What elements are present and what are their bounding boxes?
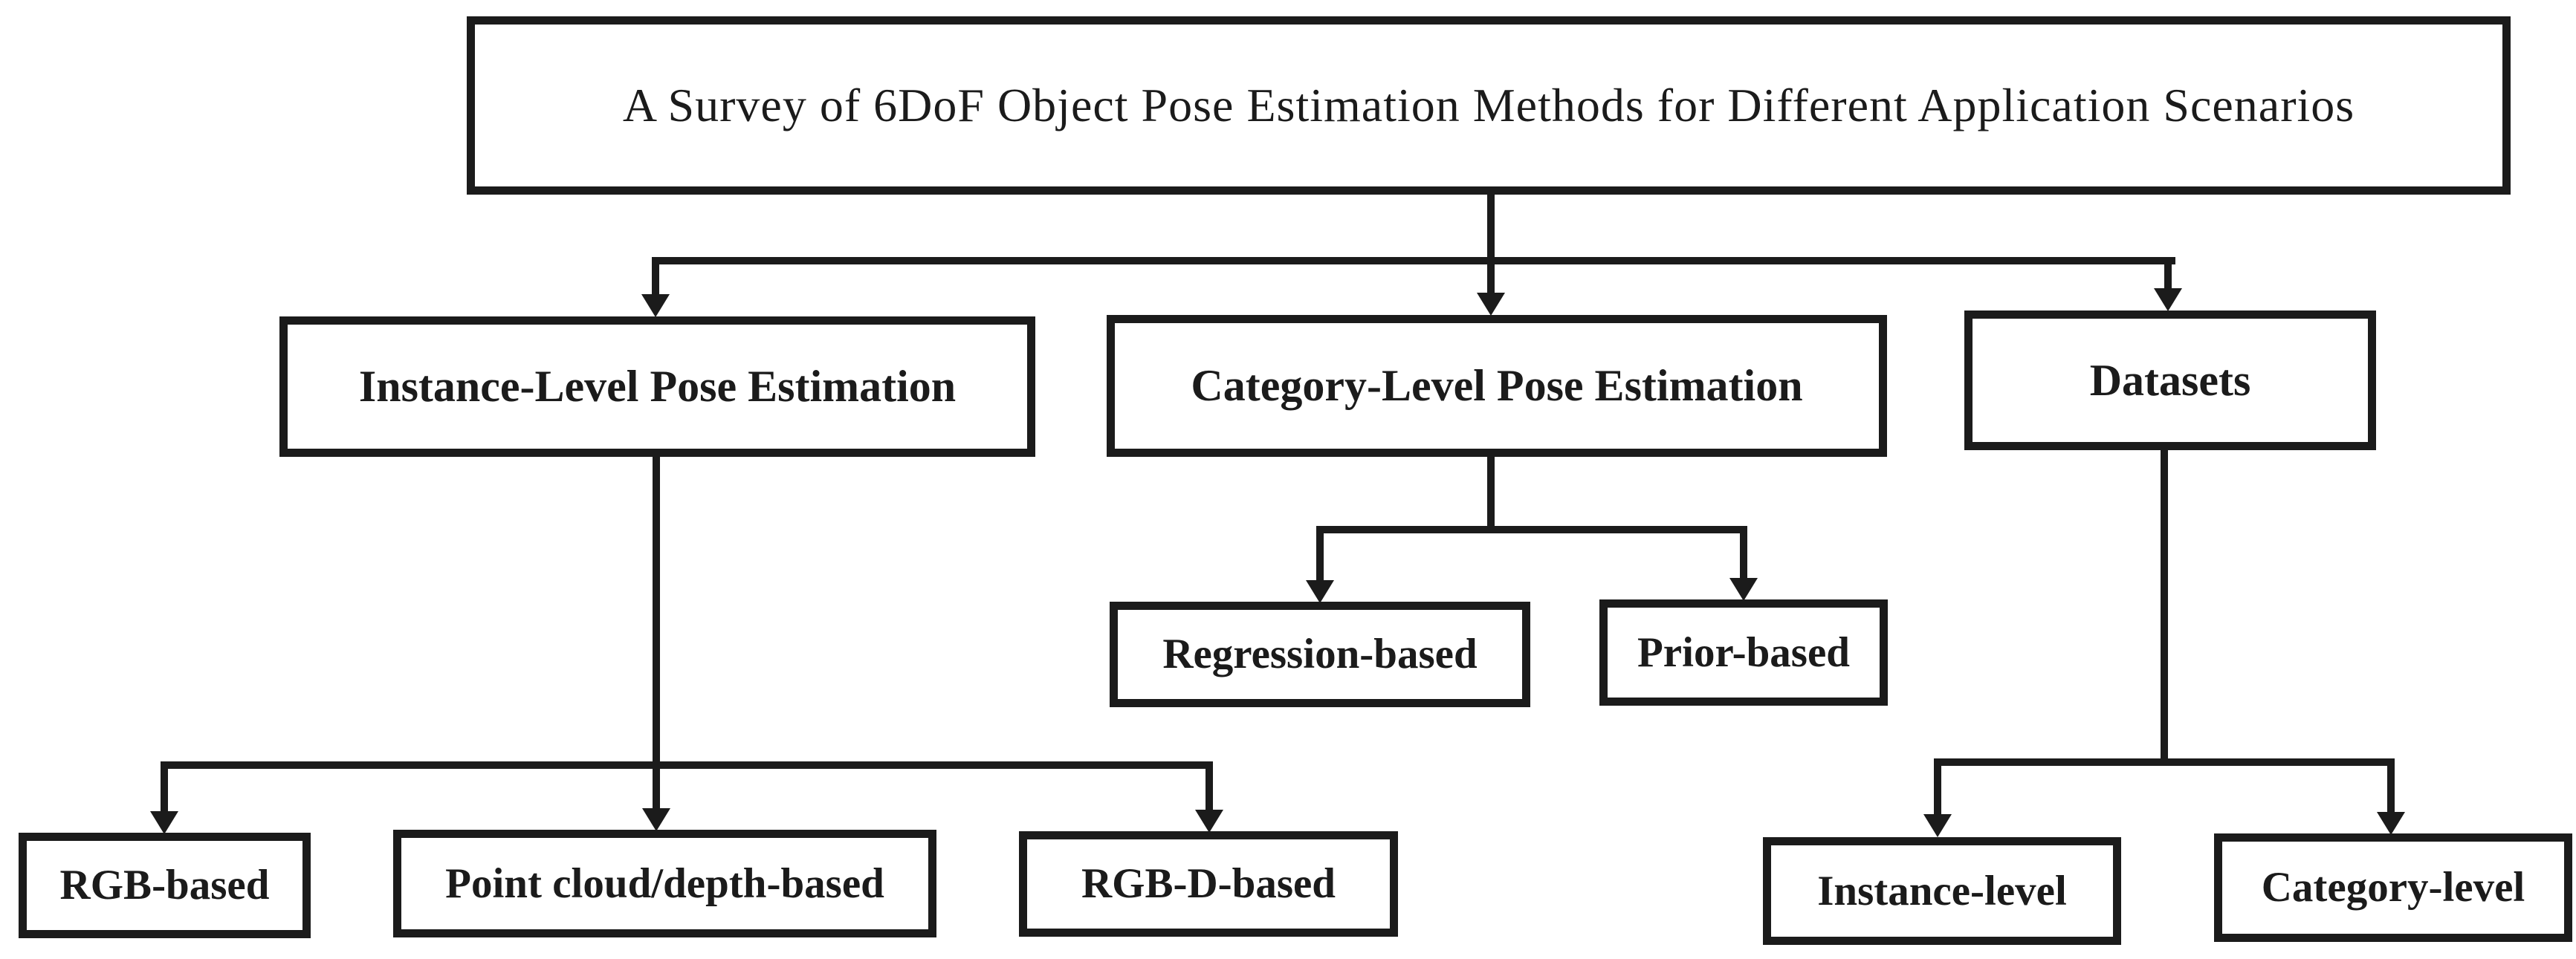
edge-category-stem [1487,453,1495,533]
node-label: Instance-Level Pose Estimation [358,362,957,411]
node-label: Category-level [2261,864,2525,911]
node-point-cloud-depth-based: Point cloud/depth-based [393,830,936,937]
edge-instance-stem [653,455,660,813]
arrowhead-down-icon [641,294,670,317]
node-instance-level-pose-estimation: Instance-Level Pose Estimation [279,316,1035,457]
edge-instance-to-rgbd [1206,761,1213,812]
node-label: Datasets [2089,355,2251,405]
node-root: A Survey of 6DoF Object Pose Estimation … [467,16,2511,195]
edge-datasets-crossbar [1934,758,2395,766]
edge-root-to-datasets [2164,257,2172,291]
node-label: RGB-based [59,862,270,909]
edge-datasets-stem [2161,446,2168,765]
edge-instance-crossbar [161,761,1213,769]
node-category-level: Category-level [2214,833,2572,942]
node-label: Point cloud/depth-based [445,859,884,907]
arrowhead-down-icon [1195,810,1223,833]
node-instance-level: Instance-level [1763,837,2121,945]
arrowhead-down-icon [2154,288,2182,311]
edge-category-crossbar [1316,526,1747,533]
arrowhead-down-icon [1477,293,1505,316]
edge-root-to-instance [652,257,659,299]
edge-root-crossbar [652,257,2175,264]
node-label: Prior-based [1637,628,1850,676]
edge-category-to-prior [1740,526,1747,580]
edge-root-stem [1487,195,1495,264]
arrowhead-down-icon [1923,814,1952,837]
node-root-label: A Survey of 6DoF Object Pose Estimation … [622,79,2355,132]
node-label: Instance-level [1817,867,2067,914]
edge-datasets-to-instance-level [1934,758,1941,816]
node-datasets: Datasets [1964,311,2376,450]
arrowhead-down-icon [150,811,178,834]
node-category-level-pose-estimation: Category-Level Pose Estimation [1107,315,1887,457]
edge-datasets-to-category-level [2387,758,2395,814]
arrowhead-down-icon [1729,578,1758,601]
arrowhead-down-icon [642,808,670,831]
node-rgb-based: RGB-based [19,833,311,938]
node-regression-based: Regression-based [1110,602,1530,707]
node-prior-based: Prior-based [1599,599,1888,706]
edge-category-to-regression [1316,526,1324,582]
node-label: Category-Level Pose Estimation [1191,361,1803,410]
node-rgb-d-based: RGB-D-based [1019,831,1398,937]
node-label: RGB-D-based [1081,860,1336,908]
node-label: Regression-based [1162,631,1478,678]
arrowhead-down-icon [1306,580,1334,603]
edge-instance-to-rgb [161,761,168,813]
edge-root-to-category [1487,257,1495,296]
arrowhead-down-icon [2377,812,2405,835]
